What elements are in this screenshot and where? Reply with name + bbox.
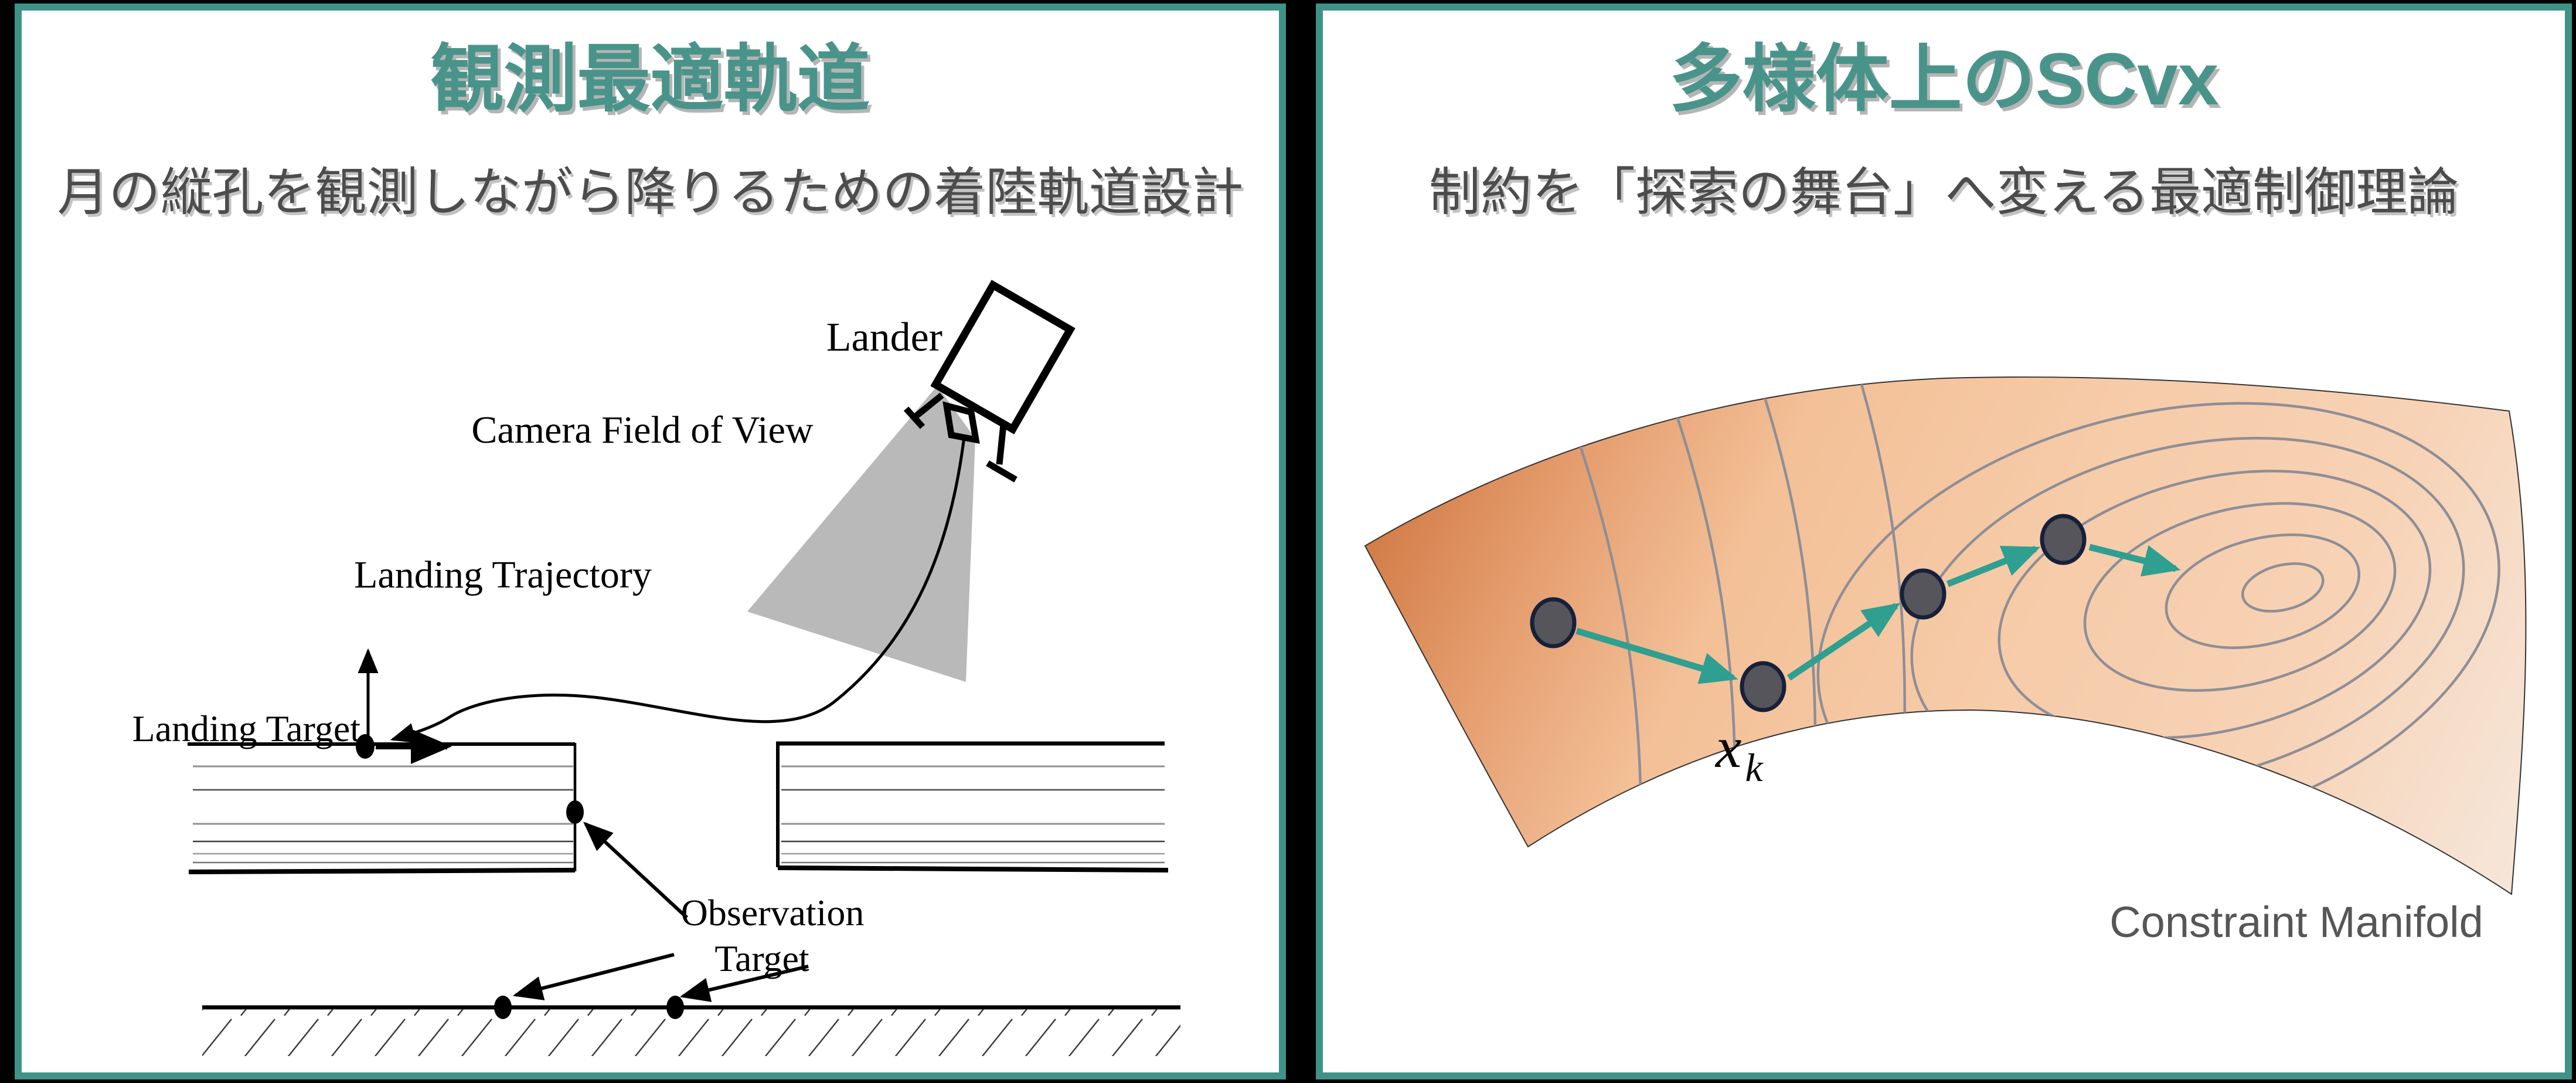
manifold-diagram: xk Constraint Manifold [1364, 376, 2527, 946]
lander-leg-right [996, 424, 1007, 465]
lander-leg-left [912, 392, 944, 420]
contour-ellipse-1 [2241, 562, 2325, 613]
lander-diagram: Lander Camera Field of View Landing Traj… [132, 280, 1180, 1056]
lander-foot-right [986, 460, 1018, 483]
observation-target-label-line1: Observation [681, 892, 865, 933]
iterate-dot-1 [1530, 597, 1577, 649]
contour-ellipse-4 [1997, 470, 2432, 739]
contour-ellipse-2 [2165, 533, 2361, 649]
panel-observation-trajectory: 観測最適軌道 月の縦孔を観測しながら降りるための着陸軌道設計 [15, 4, 1286, 1079]
pit-left-wall [188, 742, 577, 874]
right-panel-title: 多様体上のSCvx [1669, 39, 2219, 120]
scvx-iterate-dots [1530, 514, 2087, 712]
floor-hatching [202, 1009, 1180, 1056]
lander-camera-box [942, 401, 980, 444]
right-panel-subtitle: 制約を「探索の舞台」へ変える最適制御理論 [1428, 163, 2459, 221]
lander-icon [903, 280, 1076, 483]
step-arrow-4 [2088, 544, 2181, 577]
lander-foot-left [903, 406, 925, 429]
xk-subscript: k [1745, 745, 1764, 790]
contour-arc-1 [1575, 434, 1643, 830]
camera-fov-label: Camera Field of View [471, 409, 814, 451]
left-panel-subtitle: 月の縦孔を観測しながら降りるための着陸軌道設計 [57, 163, 1244, 221]
landing-target-dot [356, 734, 375, 759]
annotation-arrow-wall-dot [583, 821, 689, 919]
scvx-step-arrows [1575, 544, 2181, 684]
annotation-arrow-floor-dot-1 [512, 953, 675, 1001]
xk-label: xk [1714, 715, 1764, 790]
left-panel-title: 観測最適軌道 [430, 39, 870, 120]
landing-trajectory-label: Landing Trajectory [354, 554, 652, 596]
observation-dot-floor-1 [494, 996, 512, 1019]
constraint-manifold-label: Constraint Manifold [2109, 898, 2483, 946]
iterate-dot-3 [1900, 568, 1947, 620]
step-arrow-3 [1946, 545, 2041, 588]
landing-trajectory-path [390, 436, 966, 743]
camera-fov-cone [747, 386, 975, 682]
pit-right-wall [776, 741, 1169, 872]
manifold-surface [1364, 376, 2527, 895]
iterate-dot-2-xk [1740, 661, 1786, 712]
observation-dot-wall [566, 800, 584, 824]
observation-dot-floor-2 [666, 996, 684, 1019]
observation-target-label-line2: Target [714, 938, 809, 979]
step-arrow-1 [1575, 627, 1738, 684]
landing-target-label: Landing Target [132, 708, 361, 749]
iterate-dot-4 [2040, 514, 2087, 565]
annotation-arrow-floor-dot-2 [679, 965, 809, 1002]
step-arrow-2 [1786, 603, 1901, 681]
lander-label: Lander [826, 315, 942, 360]
panel-scvx-manifold: 多様体上のSCvx 制約を「探索の舞台」へ変える最適制御理論 [1316, 4, 2572, 1079]
xk-base: x [1714, 715, 1741, 780]
contour-ellipse-3 [2083, 502, 2397, 692]
